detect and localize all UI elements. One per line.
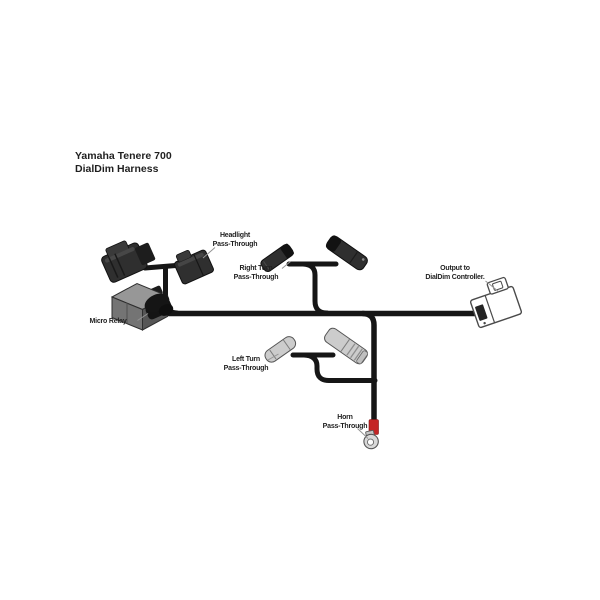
left-turn-left-connector (264, 336, 297, 363)
ridge-line (193, 253, 204, 277)
ridge-line (269, 349, 277, 360)
horn-leader (357, 428, 369, 439)
diagram-title-line1: Yamaha Tenere 700 (75, 150, 172, 162)
ridge-line (340, 338, 350, 352)
right-turn-leader (281, 261, 291, 269)
label-line: Horn (337, 414, 353, 421)
connector-band (280, 243, 294, 258)
label-line: Headlight (219, 232, 251, 239)
harness-wires (142, 261, 478, 426)
diagram-title: Yamaha Tenere 700 DialDim Harness (75, 150, 172, 176)
right-turn-passthrough-label: Right Turn Pass-Through (234, 265, 279, 282)
left-turn-drop-wire (301, 352, 378, 383)
headlight-connector-highlight (104, 247, 135, 263)
left-turn-passthrough-label: Left Turn Pass-Through (224, 356, 269, 373)
connector-body (264, 336, 297, 363)
right-turn-drop-wire (300, 261, 330, 316)
ridge-line (350, 345, 360, 359)
right-turn-right-connector (325, 235, 368, 271)
label-line: Output to (440, 265, 470, 272)
micro-relay-leader (137, 313, 149, 321)
horn-passthrough-terminal (363, 419, 379, 450)
headlight-connector-boot (135, 242, 156, 266)
label-leader-lines (137, 247, 499, 439)
terminal-ring-hole (366, 438, 375, 446)
headlight-passthrough-highlight (177, 252, 204, 267)
left-turn-right-connector (324, 327, 369, 365)
output-dialdim-label: Output to DialDim Controller. (425, 265, 484, 282)
label-line: Pass-Through (322, 422, 368, 430)
ridge-line (108, 257, 119, 278)
ridge-line (349, 251, 358, 264)
connector-band (325, 235, 342, 252)
label-line: Pass-Through (212, 240, 258, 248)
diagram-title-line2: DialDim Harness (75, 163, 159, 175)
label-line: Right Turn (239, 265, 273, 272)
label-line: Left Turn (231, 356, 261, 363)
label-line: Pass-Through (223, 364, 269, 372)
left-turn-passthrough-connectors (264, 327, 369, 365)
label-line: Micro Relay (89, 317, 127, 325)
ridge-line (263, 261, 270, 270)
ridge-line (346, 343, 356, 356)
output-connector-pin-dot (483, 321, 486, 325)
headlight-passthrough-label: Headlight Pass-Through (213, 232, 258, 249)
label-line: DialDim Controller. (425, 273, 485, 281)
label-line: Pass-Through (233, 273, 279, 281)
horn-passthrough-label: Horn Pass-Through (323, 414, 368, 431)
output-leader (485, 280, 499, 292)
output-connector-divider (484, 295, 496, 324)
micro-relay-label: Micro Relay (89, 318, 126, 327)
headlight-leader (202, 247, 216, 259)
connector-tip-highlight (361, 258, 365, 261)
ridge-line (114, 253, 126, 276)
relay-wire-blob (158, 304, 174, 316)
connector-end-cap (356, 350, 369, 365)
headlight-passthrough-connector (174, 249, 214, 285)
horn-branch-wire (360, 310, 377, 426)
micro-relay (110, 282, 174, 331)
dialdim-output-connector (469, 276, 523, 329)
ridge-line (282, 339, 291, 351)
right-turn-passthrough-connectors (260, 235, 368, 273)
connector-body (324, 327, 368, 365)
right-turn-left-connector (260, 243, 294, 273)
output-connector-recess (475, 304, 488, 321)
ridge-line (353, 348, 363, 361)
headlight-connector (101, 240, 156, 283)
left-turn-leader (267, 353, 279, 361)
